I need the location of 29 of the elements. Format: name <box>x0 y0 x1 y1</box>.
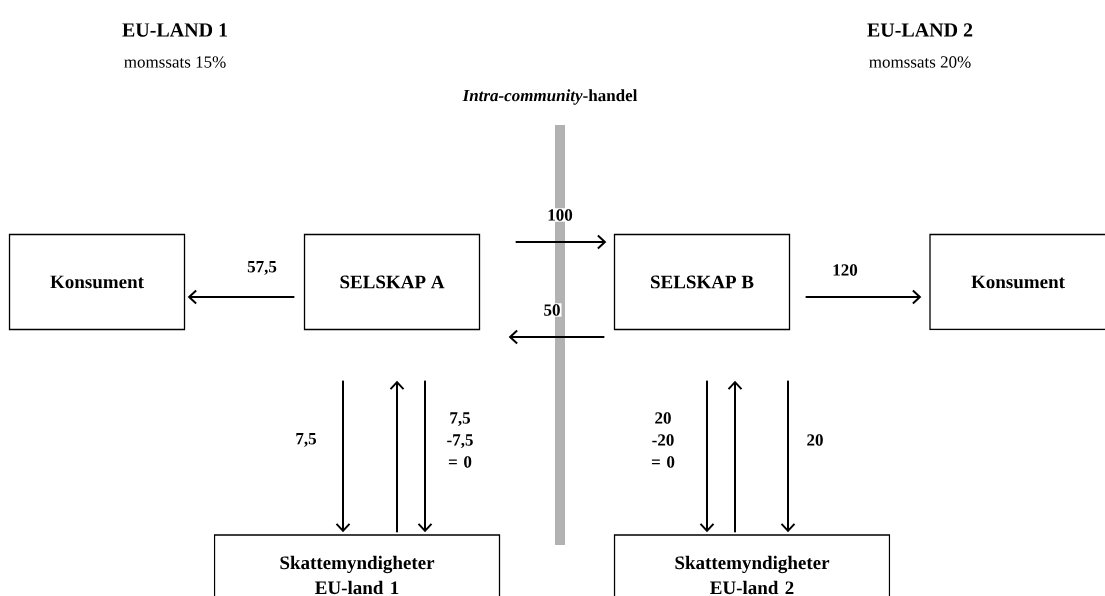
arrow <box>699 379 715 533</box>
arrow <box>187 289 296 305</box>
arrow <box>780 379 796 533</box>
process-box: Konsument <box>8 233 186 331</box>
arrow <box>508 329 606 345</box>
edge-label: 20 -20 = 0 <box>643 411 683 469</box>
subheading: momssats 20% <box>869 56 971 68</box>
edge-label: 20 <box>805 433 825 447</box>
arrow <box>727 380 743 534</box>
subheading: momssats 15% <box>124 56 226 68</box>
process-box: SELSKAP B <box>613 233 791 331</box>
arrow <box>514 234 607 250</box>
process-box: Skattemyndigheter EU-land 2 <box>613 534 891 596</box>
process-box: SELSKAP A <box>303 233 481 331</box>
process-box: Konsument <box>929 233 1105 331</box>
arrow <box>389 380 405 534</box>
edge-label: 57,5 <box>246 260 278 276</box>
edge-label: 50 <box>542 303 562 317</box>
edge-label: 120 <box>831 263 859 277</box>
edge-label: 100 <box>546 208 574 222</box>
heading: EU-LAND 2 <box>867 23 973 37</box>
arrow <box>804 289 922 305</box>
edge-label: 7,5 <box>294 432 318 448</box>
heading: EU-LAND 1 <box>122 23 227 37</box>
divider-label: Intra-community-handel <box>462 89 638 105</box>
arrow <box>335 379 351 533</box>
arrow <box>417 379 433 533</box>
edge-label: 7,5 -7,5 = 0 <box>440 411 480 469</box>
process-box: Skattemyndigheter EU-land 1 <box>213 534 501 596</box>
